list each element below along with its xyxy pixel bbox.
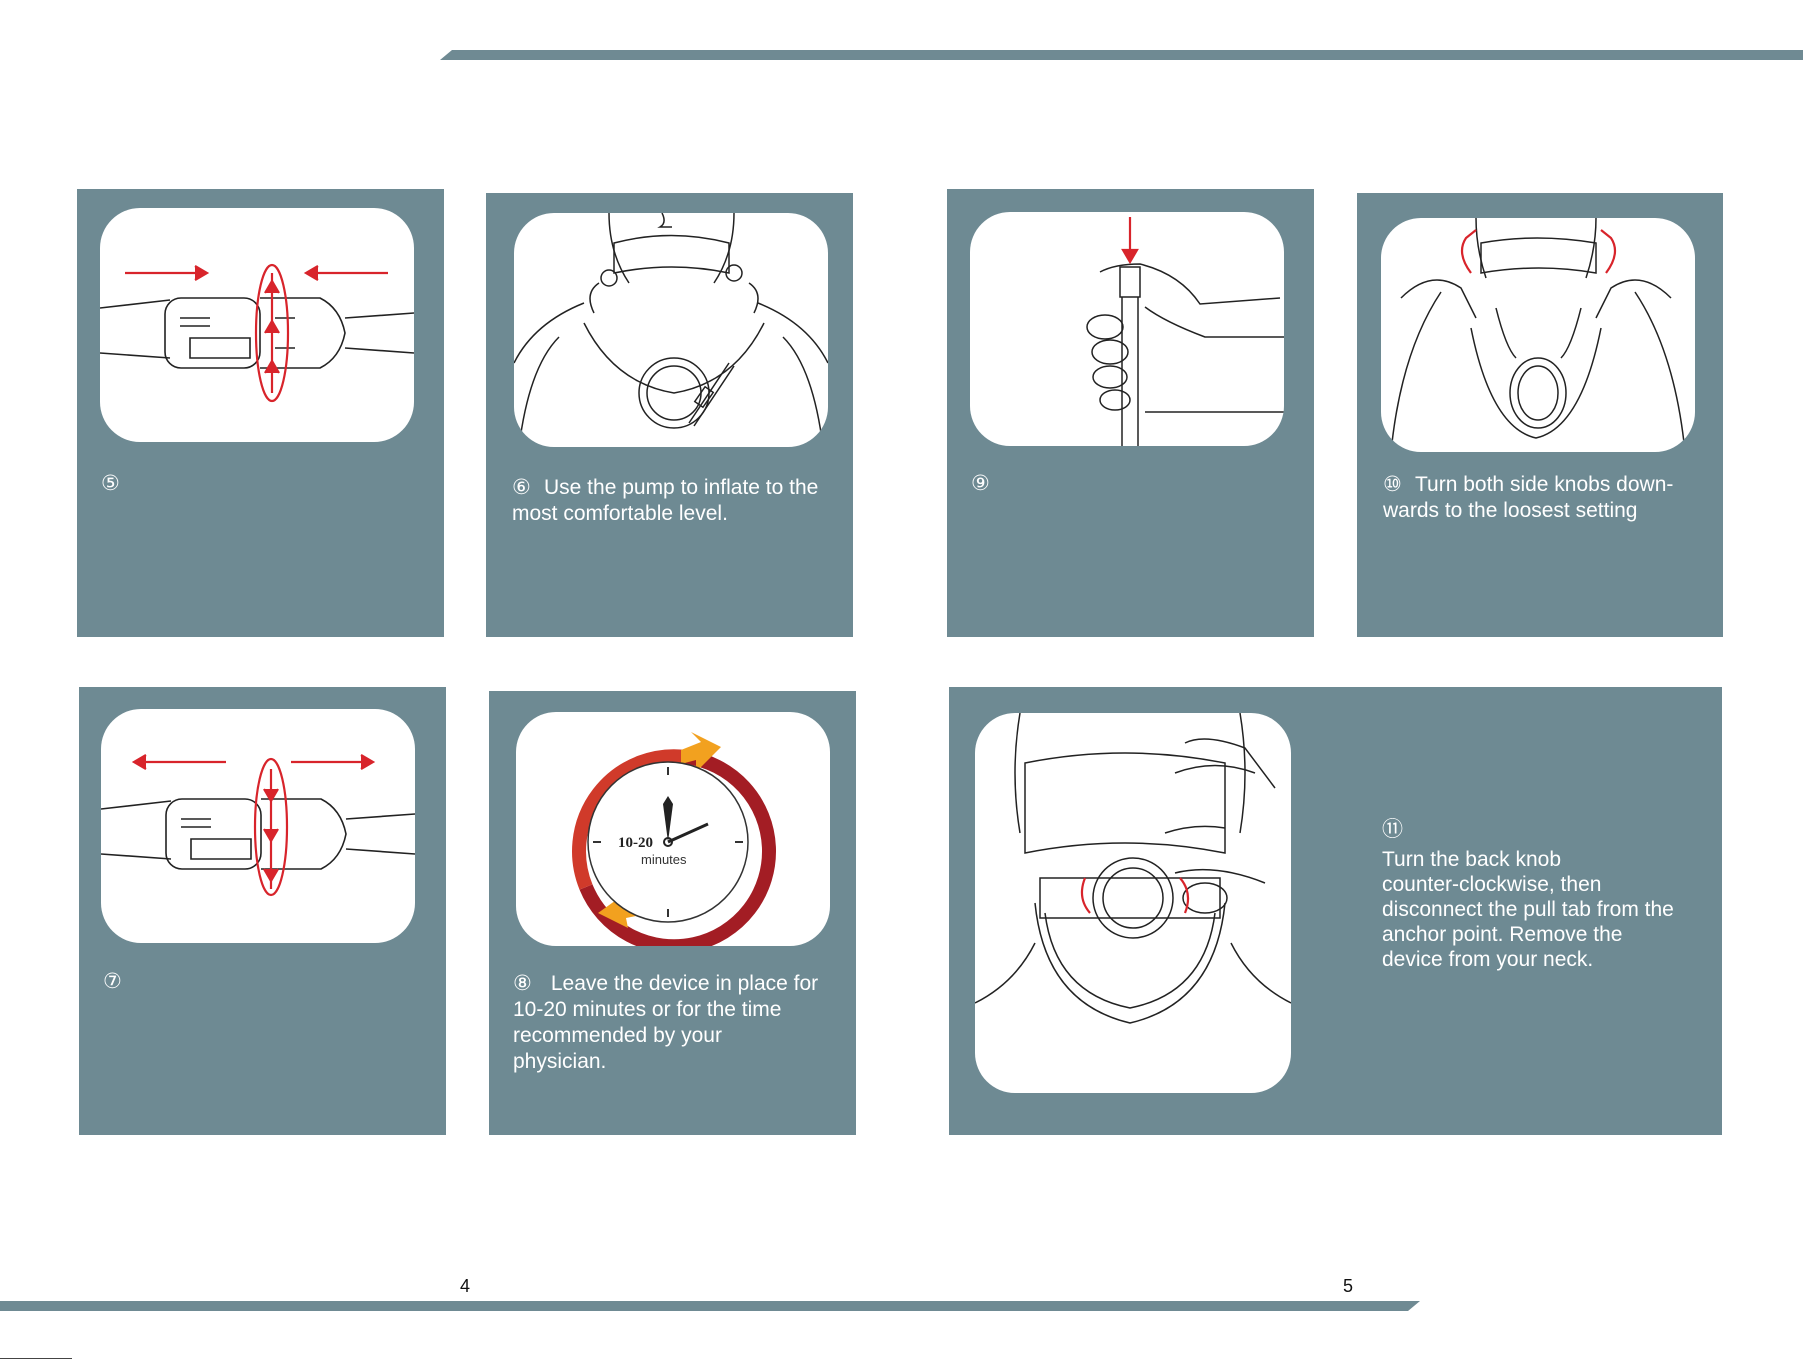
- clock-unit-label: minutes: [641, 852, 687, 867]
- step-11-text: Turn the back knob counter-clockwise, th…: [1382, 848, 1674, 971]
- step-6-illustration: [514, 213, 828, 447]
- clock-range-label: 10-20: [618, 835, 653, 851]
- step-9-illustration: [970, 212, 1284, 446]
- footer-rule: [0, 1358, 72, 1359]
- step-8-text: ⑧ Leave the device in place for 10-20 mi…: [513, 972, 819, 1073]
- step-7-panel: ⑦: [79, 687, 446, 1135]
- step-7-text: ⑦: [103, 970, 122, 993]
- step-7-illustration: [101, 709, 415, 943]
- step-11-panel: ⑪ Turn the back knob counter-clockwise, …: [949, 687, 1722, 1135]
- step-11-illustration: [975, 713, 1291, 1093]
- step-5-text: ⑤: [101, 472, 120, 495]
- step-8-panel: 10-20 minutes ⑧ Leave the device in plac…: [489, 691, 856, 1135]
- bottom-band: [0, 1301, 1420, 1311]
- page-number-left: 4: [460, 1276, 471, 1296]
- step-5-panel: ⑤: [77, 189, 444, 637]
- top-band: [440, 50, 1803, 60]
- step-11-number: ⑪: [1382, 818, 1403, 841]
- step-5-illustration: [100, 208, 414, 442]
- page-number-right: 5: [1343, 1276, 1354, 1296]
- step-9-text: ⑨: [971, 472, 990, 495]
- step-9-panel: ⑨: [947, 189, 1314, 637]
- step-10-illustration: [1381, 218, 1695, 452]
- step-8-illustration: 10-20 minutes: [516, 712, 830, 946]
